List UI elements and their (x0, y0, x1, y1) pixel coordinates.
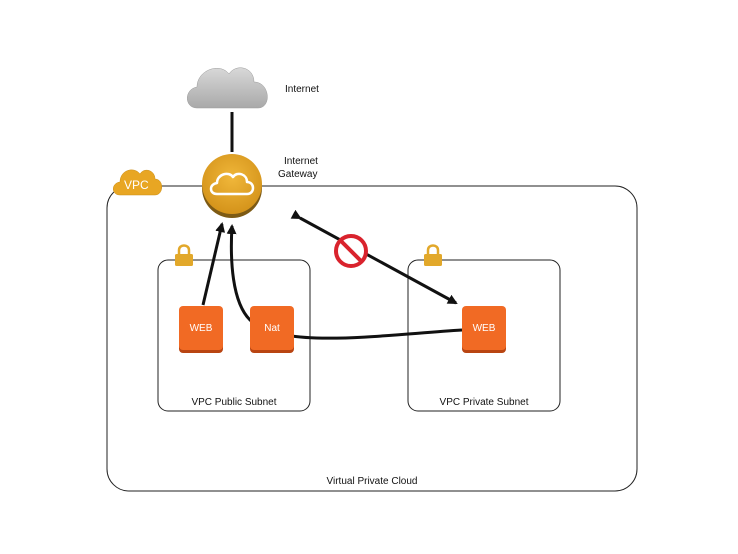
vpc-label: Virtual Private Cloud (326, 476, 418, 487)
nat-instance[interactable]: Nat (250, 306, 294, 350)
lock-icon (175, 244, 193, 266)
internet-gateway-label-line2: Gateway (278, 169, 318, 180)
private-web-instance[interactable]: WEB (462, 306, 506, 350)
vpc-container (106, 185, 638, 492)
internet-gateway-label: Internet Gateway (278, 155, 318, 181)
no-entry-icon (334, 234, 368, 268)
public-web-to-gateway-arrow (201, 222, 226, 306)
vpc-badge-cloud-icon (113, 169, 162, 196)
internet-cloud-icon (187, 67, 268, 109)
public-subnet-box (157, 259, 311, 412)
vpc-badge-label: VPC (124, 178, 149, 192)
internet-gateway-icon (202, 154, 262, 218)
private-subnet-label: VPC Private Subnet (439, 397, 529, 408)
public-web-instance[interactable]: WEB (179, 306, 223, 350)
public-subnet-label: VPC Public Subnet (191, 397, 277, 408)
internet-label: Internet (285, 84, 319, 95)
blocked-direct-path-arrow (290, 209, 458, 305)
internet-gateway-label-line1: Internet (284, 156, 318, 167)
lock-icon (424, 244, 442, 266)
